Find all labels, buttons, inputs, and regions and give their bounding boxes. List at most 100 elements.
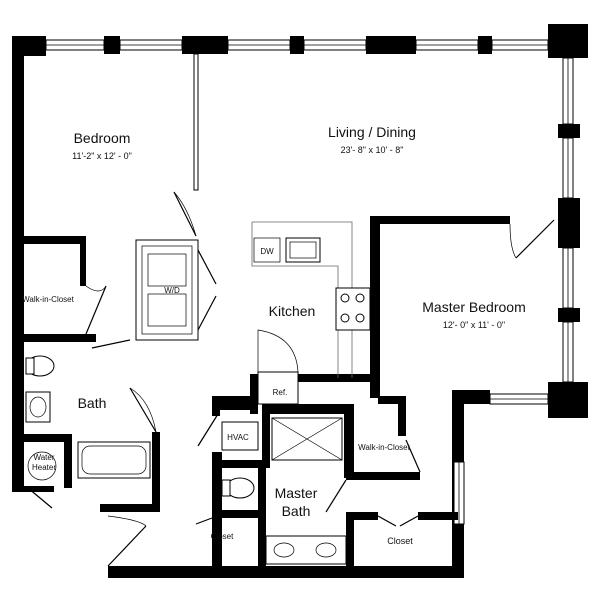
door-wd-bottom[interactable] (197, 295, 217, 331)
door-wd-top[interactable] (197, 249, 217, 285)
range (335, 287, 371, 331)
wall-closet2-right (398, 396, 406, 436)
wall-top-pier-3 (290, 36, 304, 54)
wall-core-mid (262, 404, 352, 414)
wall-right-bottom-corner (548, 382, 588, 418)
windows (45, 39, 574, 525)
water-heater-tank (27, 451, 57, 481)
label-bath: Bath (78, 395, 107, 411)
wall-water-heater-right (64, 434, 72, 488)
door-entry[interactable] (107, 525, 147, 567)
wall-master-top (370, 216, 510, 224)
bathtub (77, 441, 151, 479)
dishwasher (253, 237, 281, 263)
window-right-3 (562, 247, 574, 309)
door-master-bath[interactable] (325, 479, 347, 513)
label-bedroom: Bedroom (74, 130, 131, 146)
label-master-bath-line2: Bath (282, 503, 311, 519)
interior-walls (24, 53, 510, 568)
label-water-heater-line1: Water (33, 453, 54, 462)
window-top-2 (119, 39, 183, 51)
label-dishwasher: DW (260, 247, 274, 256)
wall-closet2-left (346, 404, 354, 480)
label-refrigerator: Ref. (273, 388, 288, 397)
wall-closet3-top (350, 512, 378, 520)
label-master-bath-line1: Master (275, 485, 318, 501)
wall-bottom-left-stub (12, 486, 54, 492)
wall-closet2-bottom (354, 472, 420, 480)
wall-closet1-bottom (24, 334, 96, 342)
label-living: Living / Dining (328, 124, 416, 140)
wall-core-left (250, 374, 258, 414)
window-right-lower (453, 461, 465, 525)
door-closet-3-right[interactable] (399, 515, 419, 527)
label-walk-in-closet-1: Walk-in-Closet (22, 295, 74, 304)
door-closet-masterbath[interactable] (195, 517, 213, 525)
window-right-2 (562, 137, 574, 199)
label-master-bedroom: Master Bedroom (422, 299, 525, 315)
door-closet-2[interactable] (405, 439, 421, 473)
wall-left (12, 36, 24, 490)
wall-core-top (250, 374, 376, 382)
vanity-master-bath (265, 535, 347, 565)
sink-bath (25, 391, 51, 423)
door-bath-2[interactable] (129, 387, 157, 433)
door-closet-3-left[interactable] (377, 515, 397, 527)
dims-bedroom: 11'-2" x 12' - 0" (72, 151, 132, 161)
door-master-bedroom[interactable] (515, 219, 555, 259)
label-hvac: HVAC (227, 433, 249, 442)
window-top-1 (45, 39, 105, 51)
wall-core-vertical (262, 404, 270, 464)
label-walk-in-closet-2: Walk-in-Closet (358, 443, 410, 452)
wall-master-bottom-left (452, 390, 490, 404)
wall-top-pier-2 (182, 36, 228, 54)
door-bedroom[interactable] (173, 191, 197, 237)
wall-closet1-right (80, 236, 86, 286)
wall-bath-right (152, 432, 160, 512)
door-hvac[interactable] (197, 413, 219, 447)
window-master-bottom (489, 393, 549, 405)
wall-wd-inner (141, 245, 193, 335)
kitchen-sink (285, 237, 321, 263)
wall-closet3-left (346, 512, 354, 568)
door-water-heater[interactable] (27, 487, 53, 509)
window-top-6 (491, 39, 549, 51)
wall-hvac-left (212, 396, 220, 416)
door-bath[interactable] (91, 339, 131, 349)
window-top-4 (303, 39, 367, 51)
wall-top-pier-5 (478, 36, 492, 54)
wall-bedroom-partition (193, 53, 199, 191)
wall-closet3-top-right (418, 512, 458, 520)
wall-bath-right-lower (100, 504, 160, 512)
window-right-4 (562, 321, 574, 383)
washer (147, 253, 187, 287)
label-kitchen: Kitchen (269, 303, 316, 319)
label-washer-dryer: W/D (164, 286, 180, 295)
dims-living: 23'- 8" x 10' - 8" (341, 145, 404, 155)
wall-closet1-top (24, 236, 86, 244)
labels: Bedroom 11'-2" x 12' - 0" Living / Dinin… (22, 124, 526, 546)
wall-hvac-top (218, 396, 258, 410)
wall-bottom (108, 566, 464, 578)
window-right-1 (562, 57, 574, 125)
fixtures (25, 221, 371, 565)
window-top-3 (227, 39, 291, 51)
dims-master-bedroom: 12'- 0" x 11' - 0" (443, 320, 505, 330)
label-closet-2: Closet (387, 536, 413, 546)
wall-masterbath-top (212, 460, 270, 468)
wall-right-pier-1 (558, 124, 580, 138)
label-closet-1: Closet (211, 532, 234, 541)
dryer (147, 293, 187, 327)
window-top-5 (415, 39, 479, 51)
wall-closet2-top (378, 396, 406, 404)
wall-masterbath-mid (212, 510, 260, 518)
wall-top-left-corner (12, 36, 46, 56)
wall-master-left (370, 220, 380, 398)
wall-top-pier-1 (104, 36, 120, 54)
label-water-heater-line2: Heater (32, 463, 56, 472)
wall-top-right-corner (548, 24, 588, 58)
doors[interactable] (27, 191, 555, 567)
wall-right-pier-2 (558, 198, 580, 248)
door-closet-1[interactable] (85, 285, 107, 335)
